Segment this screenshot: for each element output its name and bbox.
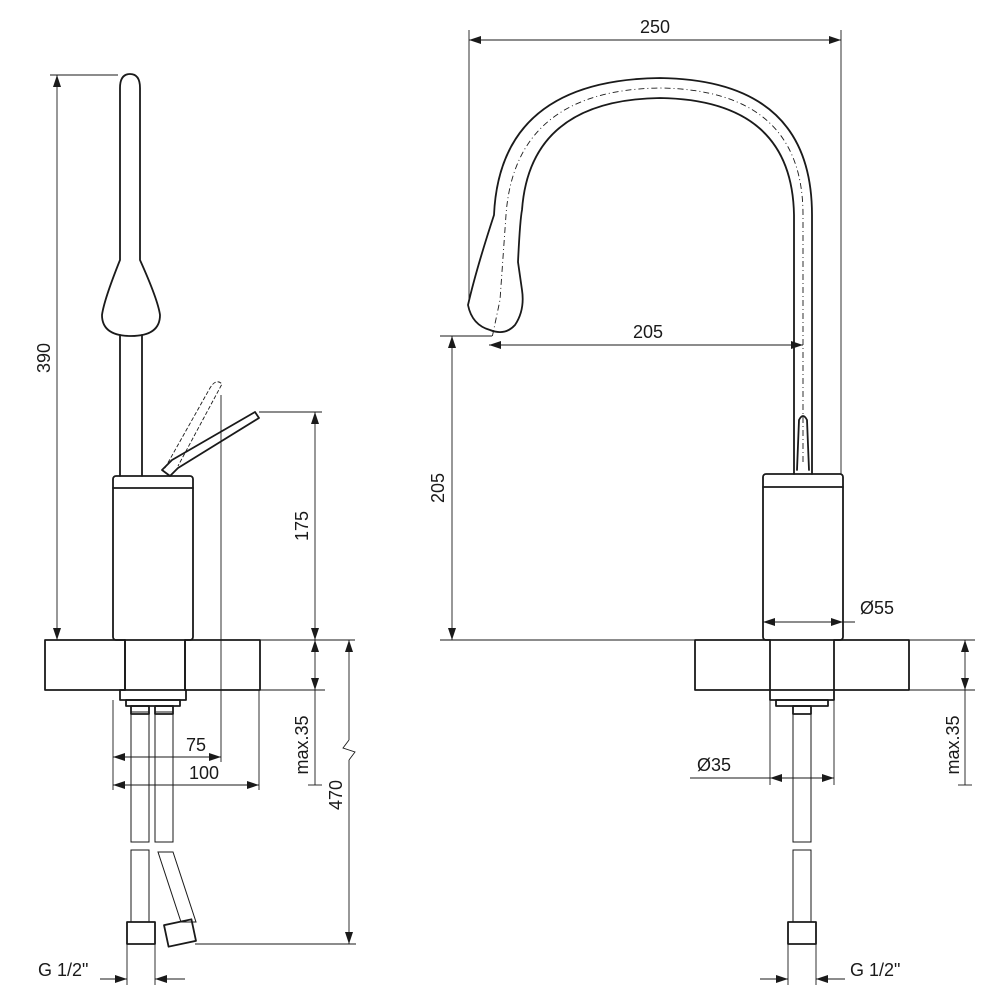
dim-dia35-label: Ø35 (697, 755, 731, 775)
dim-390-label: 390 (34, 343, 54, 373)
side-faucet-body (101, 73, 260, 641)
dim-470-label: 470 (326, 780, 346, 810)
dim-75-label: 75 (186, 735, 206, 755)
dim-205-reach-label: 205 (633, 322, 663, 342)
side-mounting-nut (119, 689, 187, 707)
thread-label-front: G 1/2" (850, 960, 900, 980)
front-dimensions: 250 205 205 Ø55 max.35 (428, 17, 975, 985)
front-countertop (694, 639, 910, 691)
dim-dia55-label: Ø55 (860, 598, 894, 618)
front-nut-hose (769, 689, 835, 945)
thread-label-side: G 1/2" (38, 960, 88, 980)
side-view: 390 175 max.35 470 (34, 73, 356, 985)
dim-max35-side-label: max.35 (292, 715, 312, 774)
dim-max35-front-label: max.35 (943, 715, 963, 774)
dim-205-height-label: 205 (428, 473, 448, 503)
front-faucet-body (467, 77, 844, 641)
dim-175-label: 175 (292, 511, 312, 541)
side-dimensions: 390 175 max.35 470 (34, 74, 356, 985)
dim-100-label: 100 (189, 763, 219, 783)
dim-250-label: 250 (640, 17, 670, 37)
front-view: 250 205 205 Ø55 max.35 (428, 17, 975, 985)
side-hoses (126, 705, 197, 948)
side-countertop (44, 639, 261, 691)
